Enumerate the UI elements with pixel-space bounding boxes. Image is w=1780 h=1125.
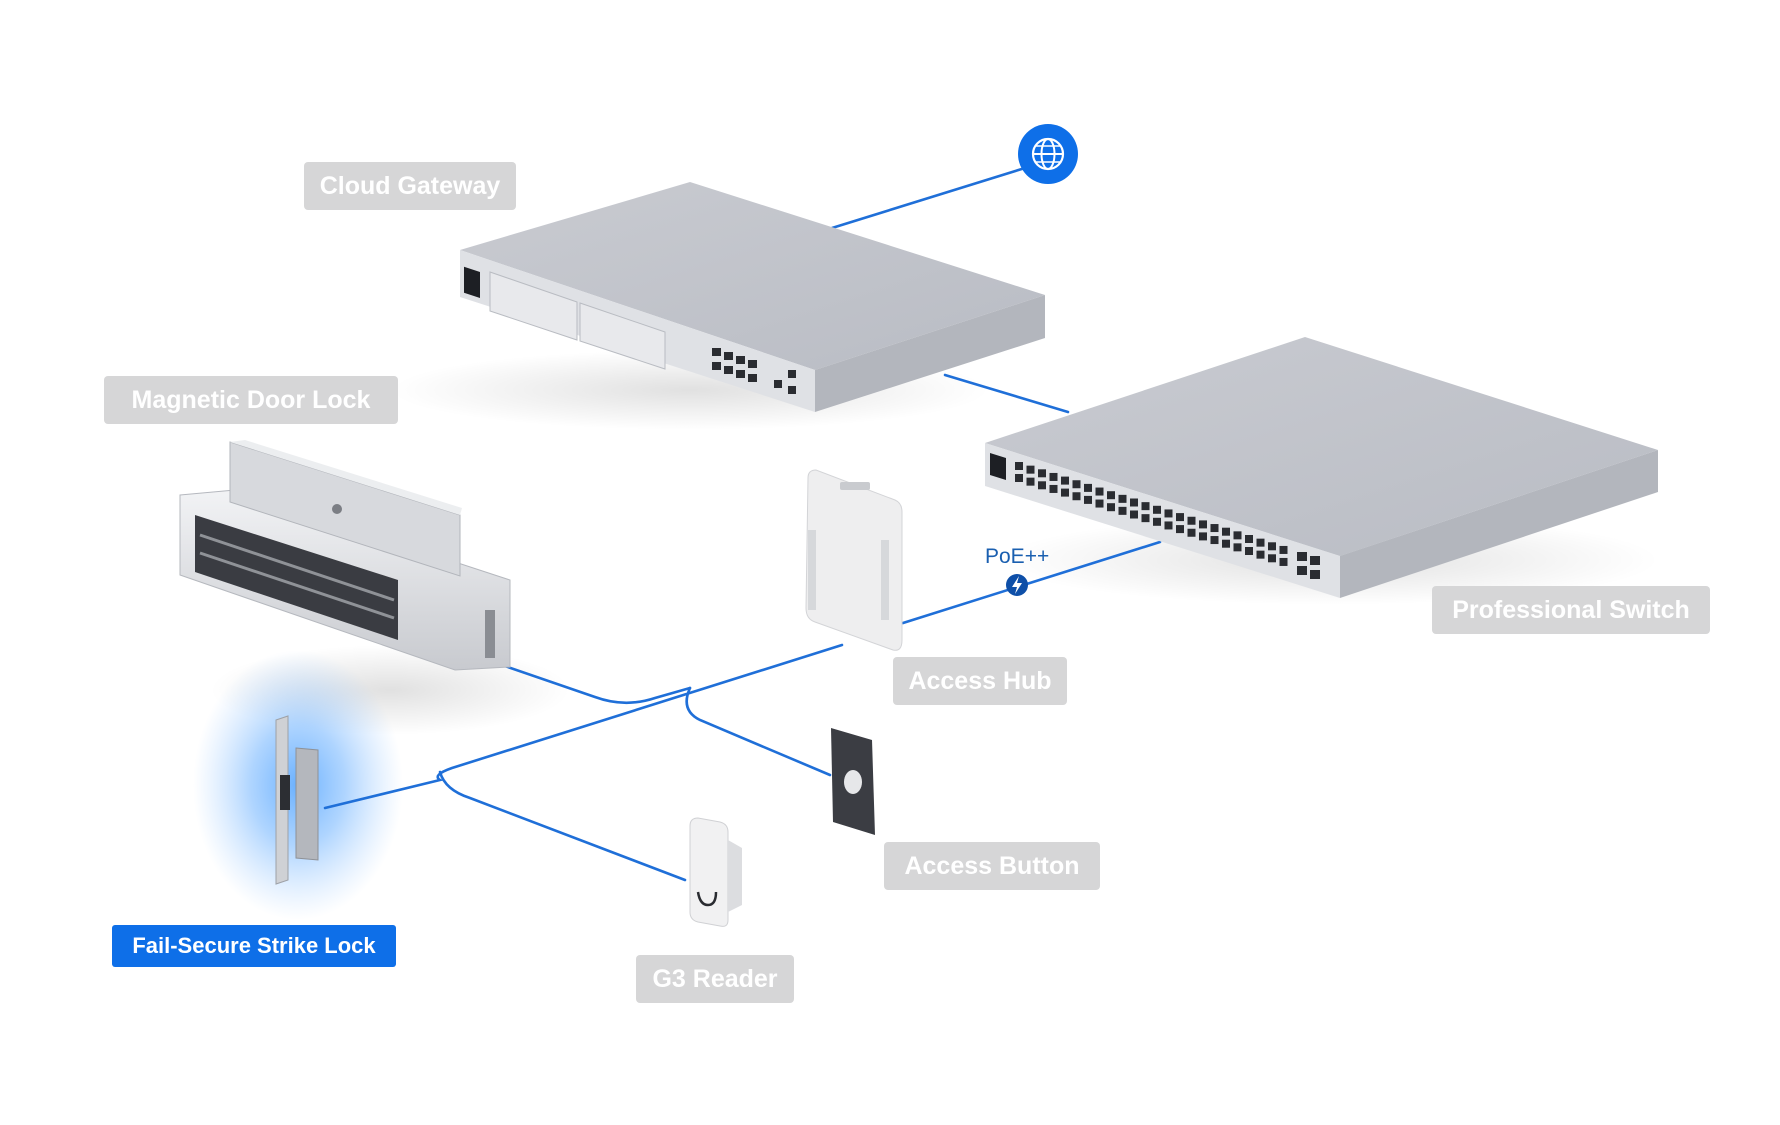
label-cloud-gateway[interactable]: Cloud Gateway bbox=[304, 162, 516, 210]
label-fail-secure-strike-lock[interactable]: Fail-Secure Strike Lock bbox=[112, 925, 396, 967]
gateway-ports bbox=[712, 348, 796, 394]
label-magnetic-door-lock[interactable]: Magnetic Door Lock bbox=[104, 376, 398, 424]
label-access-hub[interactable]: Access Hub bbox=[893, 657, 1067, 705]
poe-label: PoE++ bbox=[985, 545, 1050, 568]
internet-globe-icon[interactable] bbox=[1018, 124, 1078, 184]
switch-ports bbox=[1015, 462, 1320, 579]
professional-switch-device[interactable] bbox=[985, 337, 1658, 598]
cable-hub-trunk bbox=[323, 643, 844, 810]
cloud-gateway-device[interactable] bbox=[460, 182, 1045, 412]
label-g3-reader[interactable]: G3 Reader bbox=[636, 955, 794, 1003]
cable-maglock bbox=[500, 663, 692, 705]
cable-switch-hub-poe bbox=[901, 540, 1162, 625]
g3-reader-device[interactable] bbox=[689, 817, 742, 927]
label-access-button[interactable]: Access Button bbox=[884, 842, 1100, 890]
label-professional-switch[interactable]: Professional Switch bbox=[1432, 586, 1710, 634]
cable-g3-reader bbox=[438, 770, 687, 882]
cable-gateway-switch bbox=[943, 373, 1070, 414]
access-button-device[interactable] bbox=[831, 728, 875, 835]
cable-access-button bbox=[685, 686, 832, 777]
fail-secure-strike-lock-device[interactable] bbox=[275, 715, 319, 885]
poe-lightning-bolt-icon bbox=[1006, 574, 1028, 596]
cables bbox=[323, 166, 1162, 882]
magnetic-door-lock-device[interactable] bbox=[179, 440, 511, 671]
cable-internet-gateway bbox=[830, 166, 1027, 230]
access-hub-device[interactable] bbox=[805, 469, 903, 651]
